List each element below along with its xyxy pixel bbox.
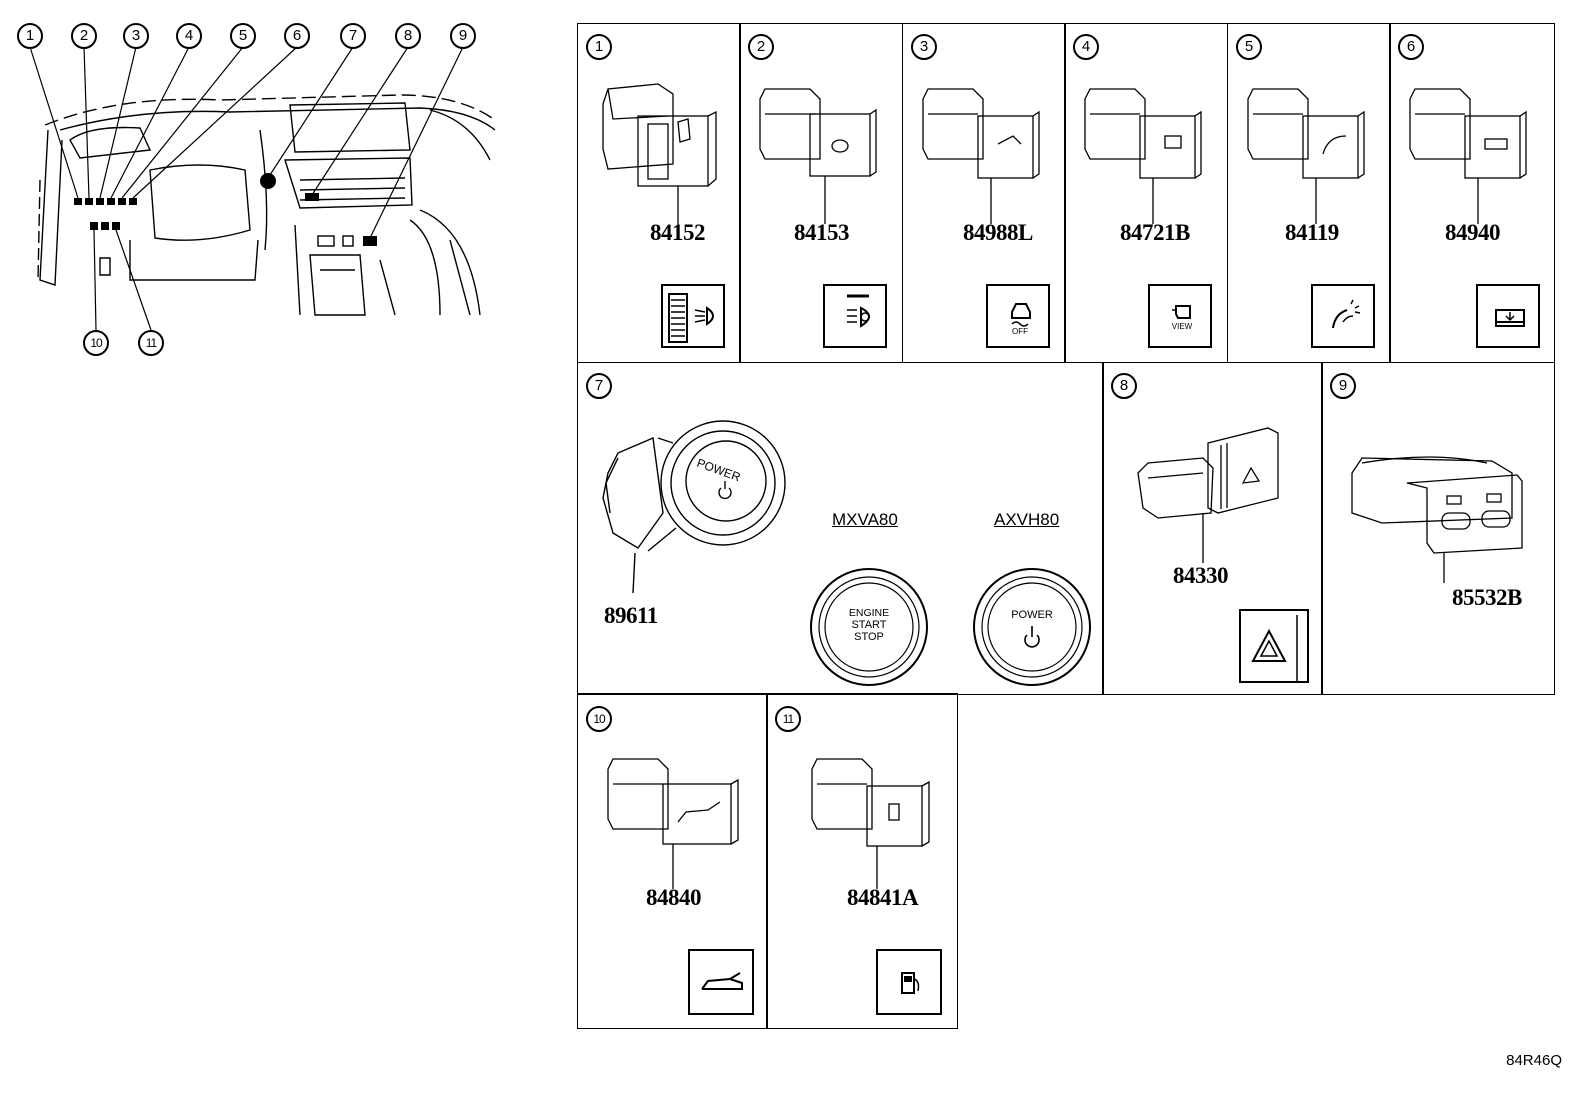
seat-heater-switch-drawing <box>1351 456 1523 583</box>
panel-index: 3 <box>911 34 937 60</box>
label-line: ENGINE <box>848 607 890 619</box>
panel-index: 10 <box>586 706 612 732</box>
part-number: 85532B <box>1452 585 1522 610</box>
part-number: 84330 <box>1173 563 1229 588</box>
panel-5: 5 84119 <box>1227 23 1391 363</box>
panel-index: 8 <box>1111 373 1137 399</box>
switch-drawing <box>1247 88 1365 224</box>
camera-view-icon: VIEW <box>1148 284 1212 348</box>
part-number: 84988L <box>963 220 1033 245</box>
panel-2: 2 84153 <box>739 23 903 363</box>
callout-10: 10 <box>83 330 109 356</box>
icon-text: VIEW <box>1171 322 1193 331</box>
figure-code: 84R46Q <box>1506 1052 1562 1069</box>
part-number: 84840 <box>646 885 702 910</box>
panel-8: 8 84330 <box>1102 362 1323 695</box>
label-line: START <box>851 619 887 631</box>
panel-6: 6 84940 <box>1389 23 1555 363</box>
start-buttons-drawing <box>810 568 1091 686</box>
traction-control-off-icon: OFF <box>986 284 1050 348</box>
switch-drawing <box>1084 88 1202 224</box>
panel-9: 9 85532B <box>1321 362 1555 695</box>
callout-11: 11 <box>138 330 164 356</box>
power-button-label: POWER <box>1011 609 1053 621</box>
panel-index: 6 <box>1398 34 1424 60</box>
engine-start-stop-label: ENGINE START STOP <box>829 607 909 643</box>
panel-index: 2 <box>748 34 774 60</box>
panel-7: 7 POWER 89611 MXVA80 AXVH80 <box>577 362 1104 695</box>
fuel-door-icon <box>876 949 942 1015</box>
dashboard-overview: 1 2 3 4 5 6 7 8 9 10 11 <box>0 0 500 360</box>
sunshade-icon <box>1476 284 1540 348</box>
callout-4: 4 <box>176 23 202 49</box>
callout-1: 1 <box>17 23 43 49</box>
panel-index: 11 <box>775 706 801 732</box>
part-number: 84940 <box>1445 220 1501 245</box>
part-number: 89611 <box>604 603 658 628</box>
callout-3: 3 <box>123 23 149 49</box>
panel-index: 1 <box>586 34 612 60</box>
icon-text: OFF <box>1012 327 1028 336</box>
label-line: STOP <box>854 631 884 643</box>
switch-drawing <box>922 88 1040 224</box>
callout-5: 5 <box>230 23 256 49</box>
hazard-switch-drawing <box>1137 427 1279 563</box>
variant-model-axvh80: AXVH80 <box>994 510 1060 529</box>
switch-drawing <box>759 88 877 224</box>
part-number: 84153 <box>794 220 850 245</box>
part-number: 84721B <box>1120 220 1190 245</box>
panel-1: 1 84152 <box>577 23 741 363</box>
trunk-switch-drawing <box>607 758 739 889</box>
trunk-open-icon <box>688 949 754 1015</box>
part-number: 84119 <box>1285 220 1339 245</box>
panel-index: 5 <box>1236 34 1262 60</box>
hazard-icon <box>1239 609 1309 683</box>
fuel-door-switch-drawing <box>811 758 930 889</box>
callout-7: 7 <box>340 23 366 49</box>
callout-8: 8 <box>395 23 421 49</box>
callout-2: 2 <box>71 23 97 49</box>
switch-drawing <box>602 83 717 234</box>
part-number: 84152 <box>650 220 706 245</box>
head-up-display-icon <box>1311 284 1375 348</box>
headlamp-leveling-icon <box>661 284 725 348</box>
power-switch-drawing <box>602 420 786 594</box>
panel-3: 3 84988L OFF <box>902 23 1066 363</box>
panel-index: 9 <box>1330 373 1356 399</box>
variant-model-mxva80: MXVA80 <box>832 510 898 529</box>
auto-high-beam-icon <box>823 284 887 348</box>
panel-11: 11 84841A <box>766 693 958 1029</box>
callout-9: 9 <box>450 23 476 49</box>
switch-drawing <box>1409 88 1527 224</box>
panel-index: 4 <box>1073 34 1099 60</box>
part-number: 84841A <box>847 885 919 910</box>
panel-4: 4 84721B VIEW <box>1064 23 1228 363</box>
dashboard-drawing <box>29 46 496 331</box>
callout-6: 6 <box>284 23 310 49</box>
panel-index: 7 <box>586 373 612 399</box>
panel-10: 10 84840 <box>577 693 768 1029</box>
